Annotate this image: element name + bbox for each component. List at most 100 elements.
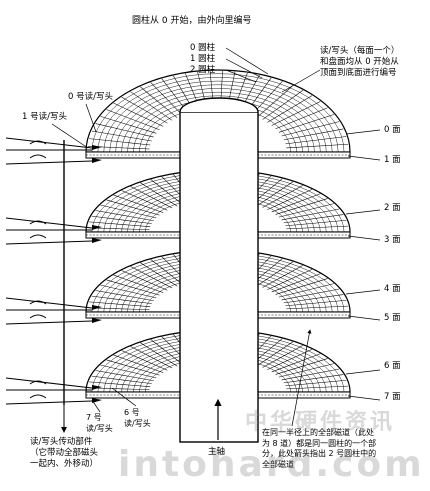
sector-line [140,342,178,367]
surface-leader-bottom [347,395,381,401]
sector-line [140,86,178,118]
sector-line [286,225,349,230]
surface-leader-bottom [347,155,381,161]
sector-line [262,265,304,288]
head-label-0: 0 号读/写头 [68,92,113,102]
sector-line [257,261,294,286]
cylinder-note: 在同一半径上的全部磁道（此处 为 8 道）都是同一圆柱的一个部 分，此处箭头指出… [262,428,377,469]
sector-line [91,130,152,142]
sector-line [281,288,340,301]
sector-line [281,121,340,137]
read-write-heads [5,137,102,433]
sector-line [113,102,164,127]
arm-flex [29,140,47,145]
spindle-top [179,97,259,113]
surface-leader-top [345,209,381,215]
sector-line [271,193,321,213]
sector-line [130,186,173,209]
sector-line [130,346,173,369]
sector-line [113,194,164,213]
lower-arm [5,240,93,245]
surface-leader-top [345,369,381,375]
surface-label-1: 1 面 [384,155,401,165]
sector-line [150,339,183,365]
sector-line [150,259,183,285]
arm-flex [29,314,47,319]
sector-line [95,370,154,381]
lower-head-slider [92,238,102,243]
lower-arm [5,160,93,165]
arm-flex [29,394,47,399]
sector-line [121,190,168,211]
surface-label-7: 7 面 [384,392,401,402]
head-arm-pair-3 [5,377,102,405]
sector-line [278,203,334,218]
sector-line [285,300,347,307]
sector-line [89,381,151,387]
track-ring [109,84,327,153]
sector-line [257,85,294,118]
surface-leader-top [345,289,381,295]
upper-head-slider [92,145,102,150]
sector-line [106,199,160,216]
head-label-1: 1 号读/写头 [22,112,67,122]
sector-line [257,181,294,206]
sector-line [89,138,151,146]
head1-leader [51,123,89,149]
upper-head-slider [92,305,102,310]
sector-line [257,341,294,366]
sector-line [150,179,183,205]
surface-leader-bottom [347,235,381,241]
sector-line [113,274,164,293]
sector-line [271,101,321,126]
lower-head-slider [92,398,102,403]
sector-line [106,279,160,296]
sector-line [278,363,334,378]
head-arm-pair-2 [5,297,102,325]
arm-flex [29,220,47,225]
cylinder-leader-0 [225,47,269,75]
lower-head-slider [92,318,102,323]
sector-line [95,210,154,221]
sector-line [283,374,344,384]
head-label-6: 6 号 读/写头 [124,408,151,428]
cylinder-label-0: 0 圆柱 [190,43,216,53]
arm-flex [29,154,47,159]
actuator-label: 读/写头传动部件 （它带动全部磁头 一起内、外移动） [30,437,99,469]
sector-line [281,208,340,221]
head-numbering-note: 读/写头（每面一个） 和盘面均从 0 开始从 顶面到底面进行编号 [320,46,400,78]
spindle [179,97,259,443]
sector-line [285,136,347,145]
sector-line [150,82,183,116]
head0-leader [85,103,97,133]
sector-line [89,301,151,307]
sector-line [283,128,344,141]
sector-line [140,182,178,207]
spindle-body [179,111,259,443]
sector-line [100,284,157,299]
upper-head-slider [92,385,102,390]
sector-line [267,269,313,290]
sector-line [91,295,152,304]
sector-line [275,278,328,295]
track-ring [91,73,345,153]
sector-line [121,96,168,124]
watermark-url: intohard.com [118,444,425,485]
sector-line [95,290,154,301]
sector-line [100,116,157,134]
watermark-chinese: 中华硬件资讯 [245,410,396,435]
cylinder-label-1: 1 圆柱 [190,54,216,64]
surface-label-2: 2 面 [384,203,401,213]
sector-line [275,198,328,215]
lower-head-slider [92,158,102,163]
sector-line [286,143,349,149]
sector-line [89,221,151,227]
lower-arm [5,320,93,325]
sector-line [283,214,344,224]
head7-leader [91,399,101,413]
sector-line [281,368,340,381]
sector-line [271,273,321,293]
upper-arm [5,297,93,309]
upper-arm [5,217,93,229]
